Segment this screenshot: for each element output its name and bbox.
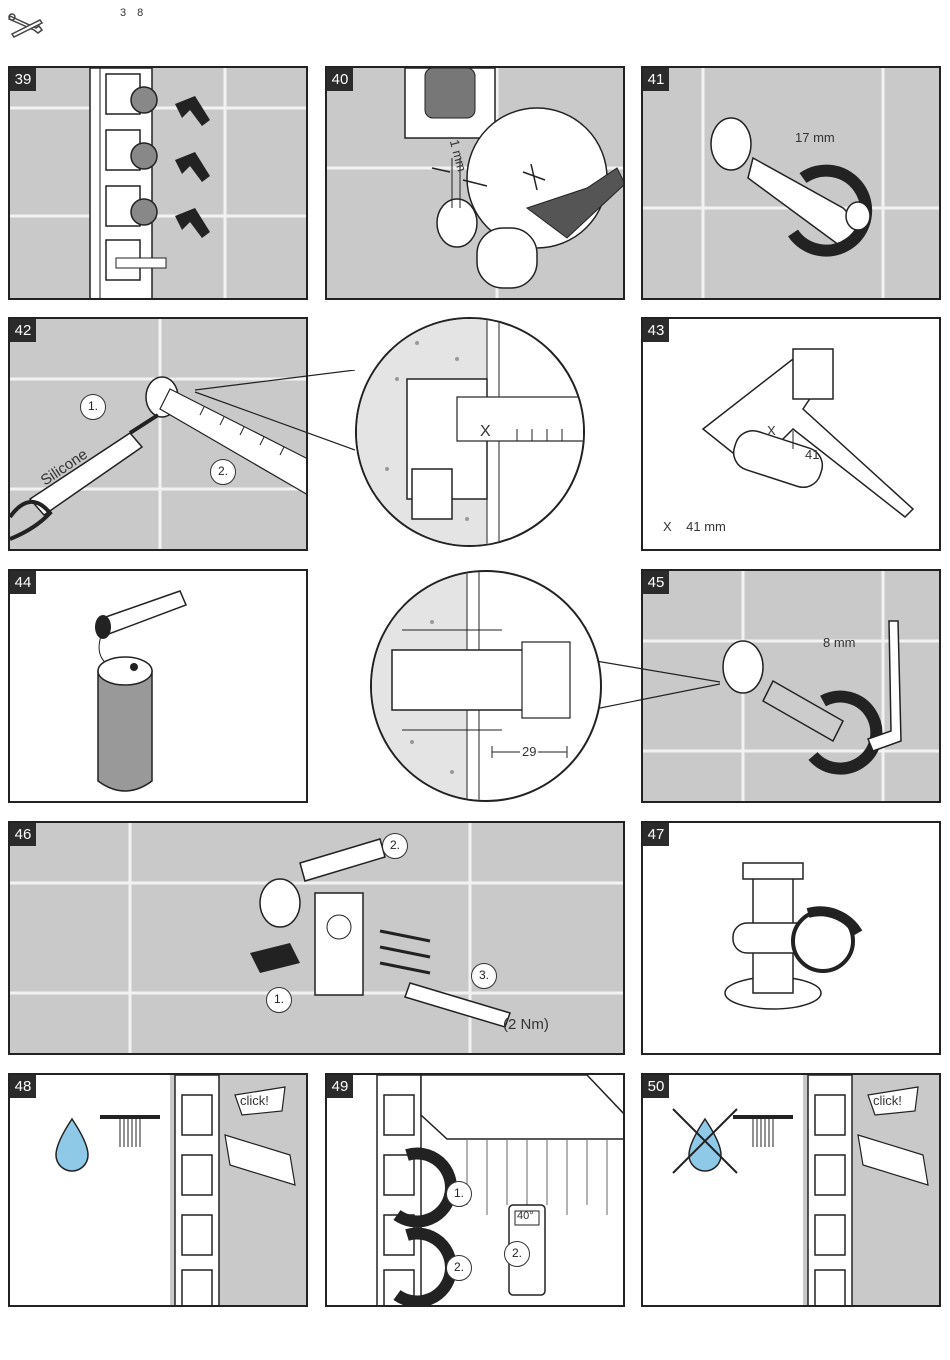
step-44-detail-circle: 29 bbox=[370, 570, 602, 802]
step-43-cut-value: 41 bbox=[805, 447, 819, 462]
step-49-illustration bbox=[327, 1075, 625, 1307]
step-48-panel: 48 click! bbox=[8, 1073, 308, 1307]
step-50-click-text: click! bbox=[873, 1093, 902, 1108]
step-41-panel: 41 17 mm bbox=[641, 66, 941, 300]
step-44-number: 44 bbox=[10, 571, 36, 594]
step-50-number: 50 bbox=[643, 1075, 669, 1098]
step-49-temperature: 40° bbox=[517, 1210, 534, 1222]
step-39-illustration bbox=[10, 68, 308, 300]
step-49-panel: 49 1. 2. 2. 40° bbox=[325, 1073, 625, 1307]
step-44-panel: 44 bbox=[8, 569, 308, 803]
step-45-size-label: 8 mm bbox=[823, 635, 856, 650]
wrench-icon bbox=[6, 8, 48, 42]
step-43-panel: 43 X 41 X 41 mm bbox=[641, 317, 941, 551]
step-48-click-text: click! bbox=[240, 1093, 269, 1108]
step-44-detail-illustration bbox=[372, 572, 602, 802]
step-43-measure: X 41 mm bbox=[663, 519, 726, 534]
step-47-number: 47 bbox=[643, 823, 669, 846]
step-42-detail-illustration bbox=[357, 319, 585, 547]
step-48-illustration bbox=[10, 1075, 308, 1307]
step-49-number: 49 bbox=[327, 1075, 353, 1098]
step-49-marker-2: 2. bbox=[446, 1255, 472, 1281]
step-42-number: 42 bbox=[10, 319, 36, 342]
step-46-panel: 46 1. 2. 3. (2 Nm) bbox=[8, 821, 625, 1055]
step-45-number: 45 bbox=[643, 571, 669, 594]
step-46-marker-1: 1. bbox=[266, 987, 292, 1013]
step-42-detail-circle: X bbox=[355, 317, 585, 547]
step-43-number: 43 bbox=[643, 319, 669, 342]
step-40-number: 40 bbox=[327, 68, 353, 91]
step-50-illustration bbox=[643, 1075, 941, 1307]
step-47-illustration bbox=[643, 823, 941, 1055]
step-48-number: 48 bbox=[10, 1075, 36, 1098]
step-39-number: 39 bbox=[10, 68, 36, 91]
step-39-panel: 39 bbox=[8, 66, 308, 300]
step-41-size-label: 17 mm bbox=[795, 130, 835, 145]
step-49-marker-1: 1. bbox=[446, 1181, 472, 1207]
step-44-dimension: 29 bbox=[520, 744, 538, 759]
step-50-panel: 50 click! bbox=[641, 1073, 941, 1307]
step-45-callout-line bbox=[590, 660, 720, 720]
step-49-marker-2b: 2. bbox=[504, 1241, 530, 1267]
step-40-illustration bbox=[327, 68, 625, 300]
step-43-illustration bbox=[643, 319, 941, 551]
step-46-torque: (2 Nm) bbox=[503, 1016, 549, 1033]
step-42-marker-1: 1. bbox=[80, 394, 106, 420]
step-40-panel: 40 1 mm bbox=[325, 66, 625, 300]
step-47-panel: 47 bbox=[641, 821, 941, 1055]
step-41-illustration bbox=[643, 68, 941, 300]
page-header: 3 8 bbox=[0, 0, 950, 60]
step-44-illustration bbox=[10, 571, 308, 803]
step-46-number: 46 bbox=[10, 823, 36, 846]
step-46-marker-3: 3. bbox=[471, 963, 497, 989]
step-46-marker-2: 2. bbox=[382, 833, 408, 859]
step-42-detail-mark: X bbox=[480, 423, 491, 441]
step-41-number: 41 bbox=[643, 68, 669, 91]
page-number: 3 8 bbox=[120, 7, 147, 19]
step-43-cut-mark: X bbox=[767, 423, 776, 438]
step-42-callout-line bbox=[175, 370, 355, 490]
